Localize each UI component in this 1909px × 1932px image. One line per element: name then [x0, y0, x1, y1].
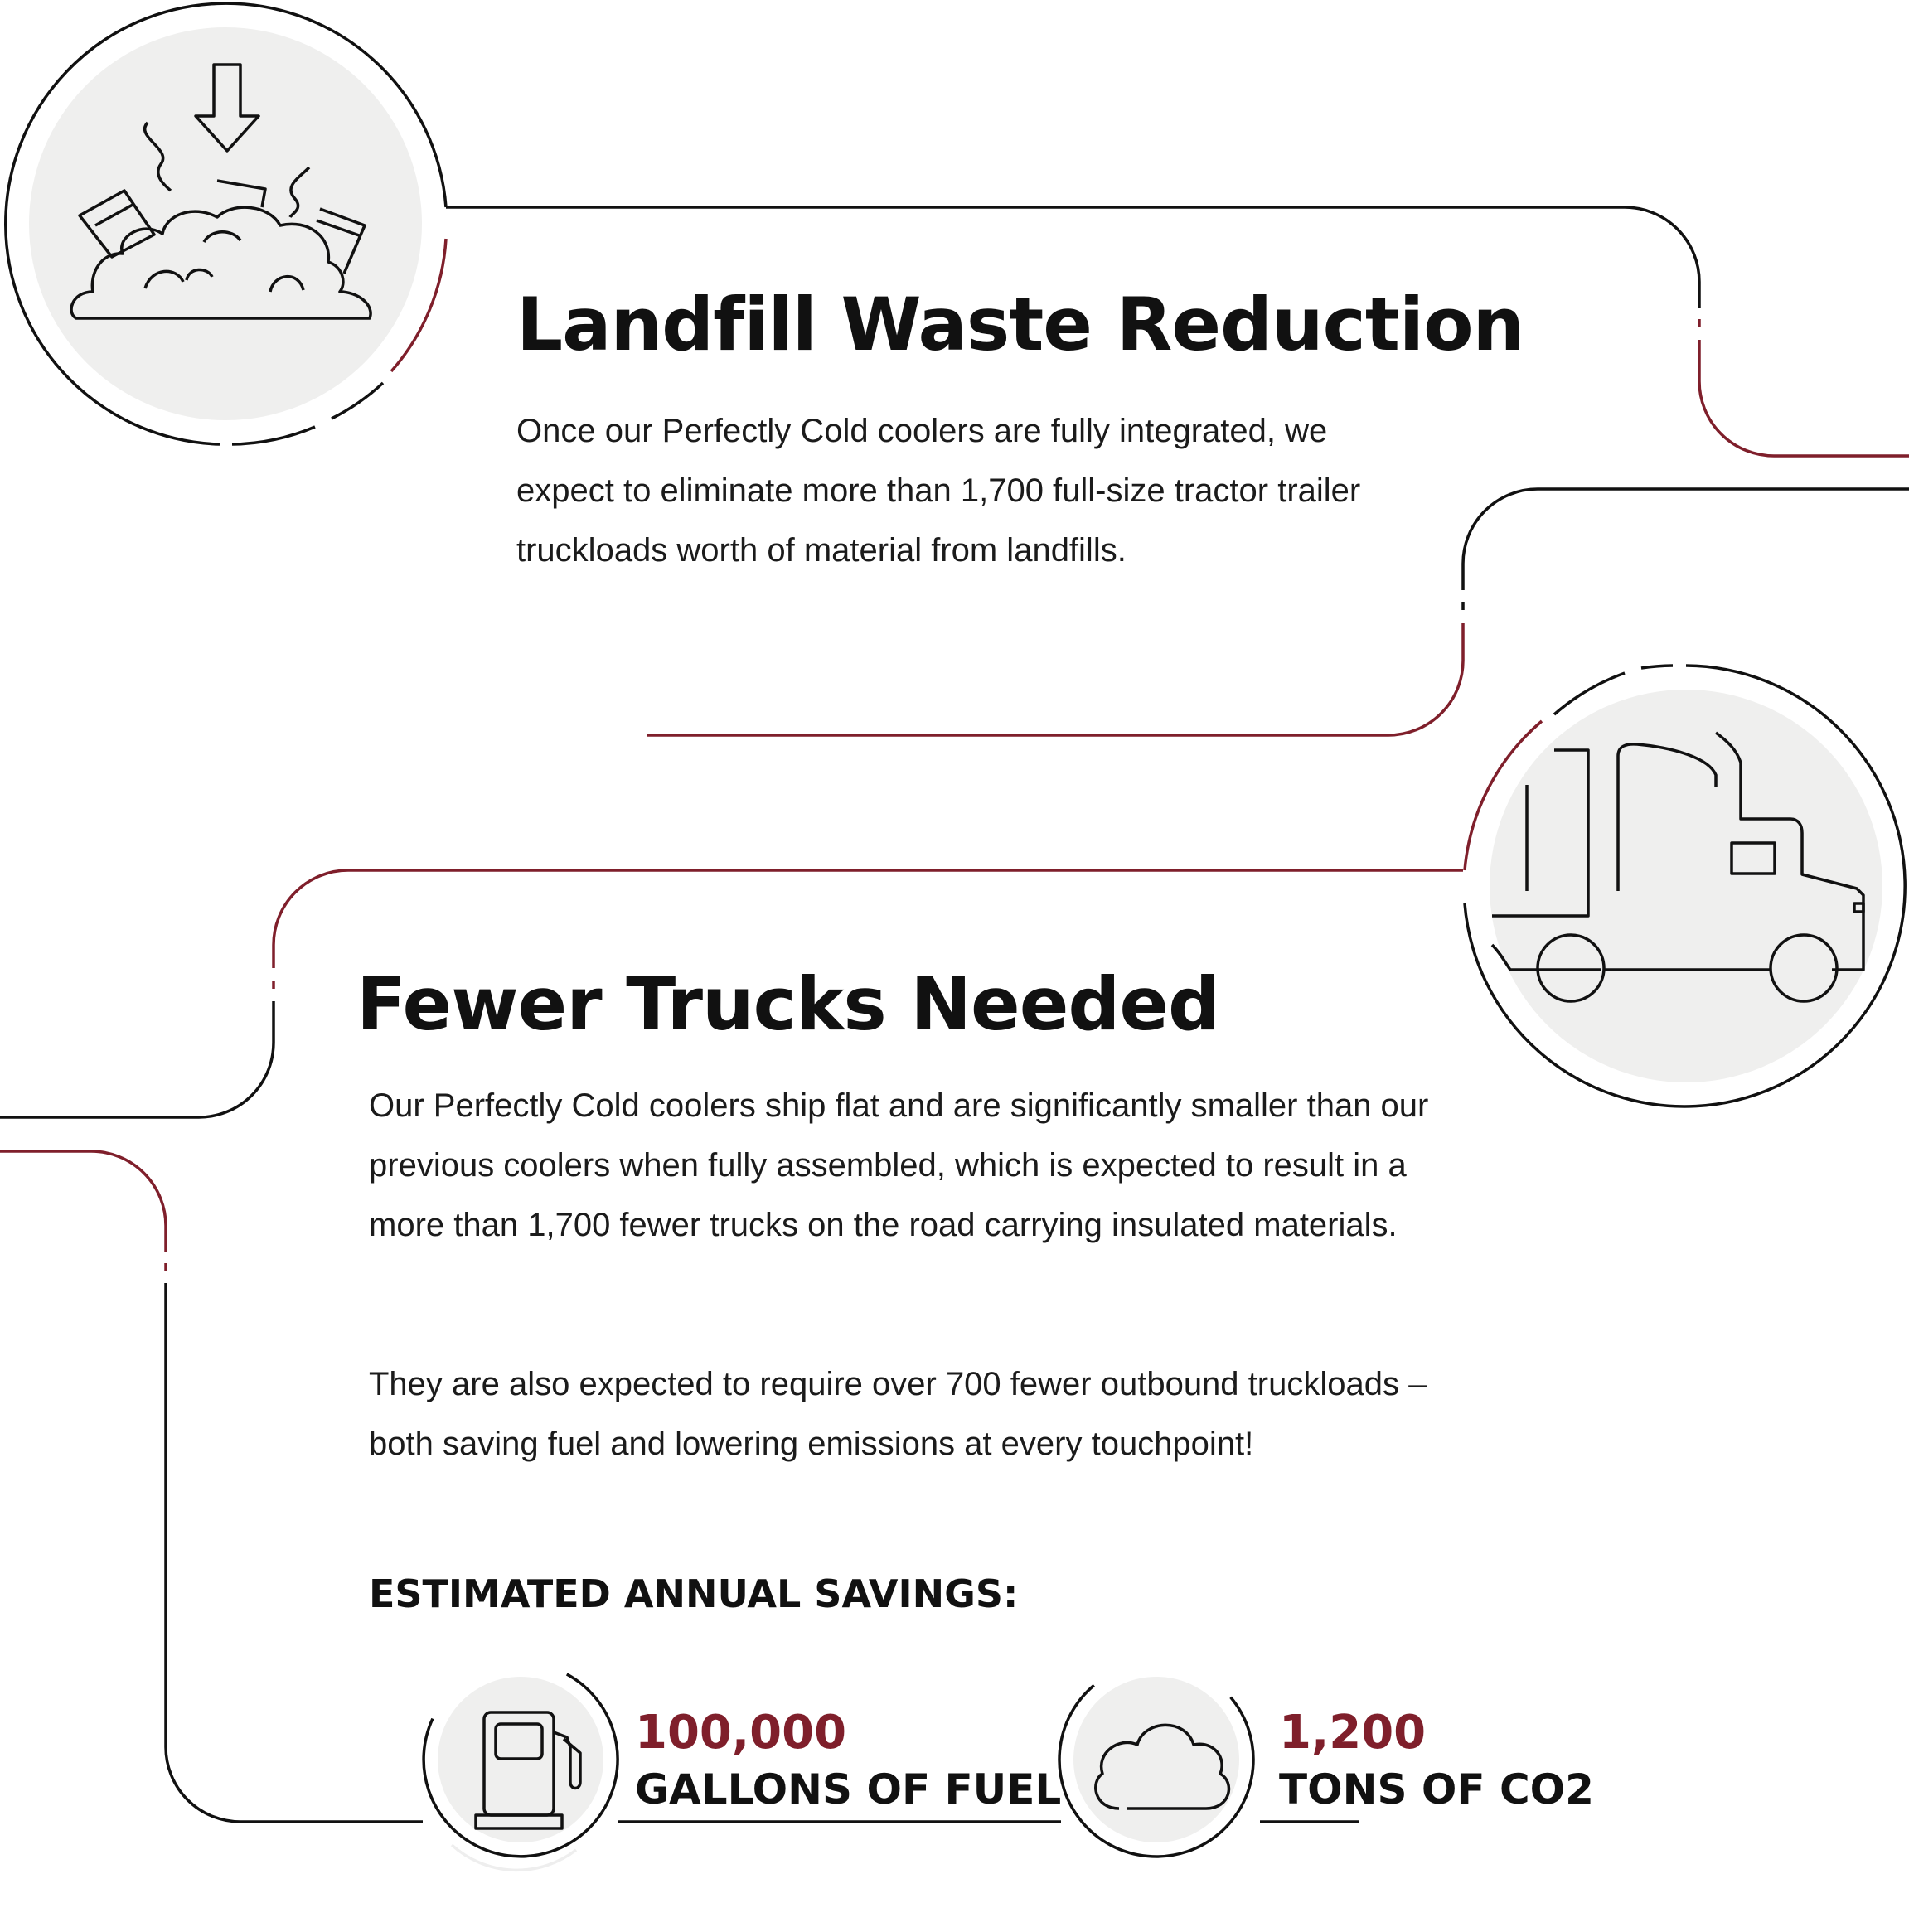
truck-icon [1463, 664, 1907, 1108]
trucks-body-1: Our Perfectly Cold coolers ship flat and… [369, 1087, 1429, 1243]
fuel-savings-value: 100,000 [635, 1706, 847, 1760]
fuel-pump-icon [422, 1673, 619, 1872]
landfill-title: Landfill Waste Reduction [516, 282, 1524, 367]
co2-savings-label: TONS OF CO2 [1279, 1765, 1594, 1813]
savings-title: ESTIMATED ANNUAL SAVINGS: [369, 1571, 1019, 1616]
co2-savings-value: 1,200 [1279, 1706, 1427, 1760]
trucks-body-2: They are also expected to require over 7… [369, 1366, 1427, 1462]
fuel-savings-label: GALLONS OF FUEL [635, 1765, 1062, 1813]
landfill-icon [4, 2, 448, 446]
landfill-body: Once our Perfectly Cold coolers are full… [516, 413, 1361, 569]
trucks-title: Fewer Trucks Needed [356, 961, 1220, 1047]
cloud-icon [1058, 1677, 1255, 1858]
